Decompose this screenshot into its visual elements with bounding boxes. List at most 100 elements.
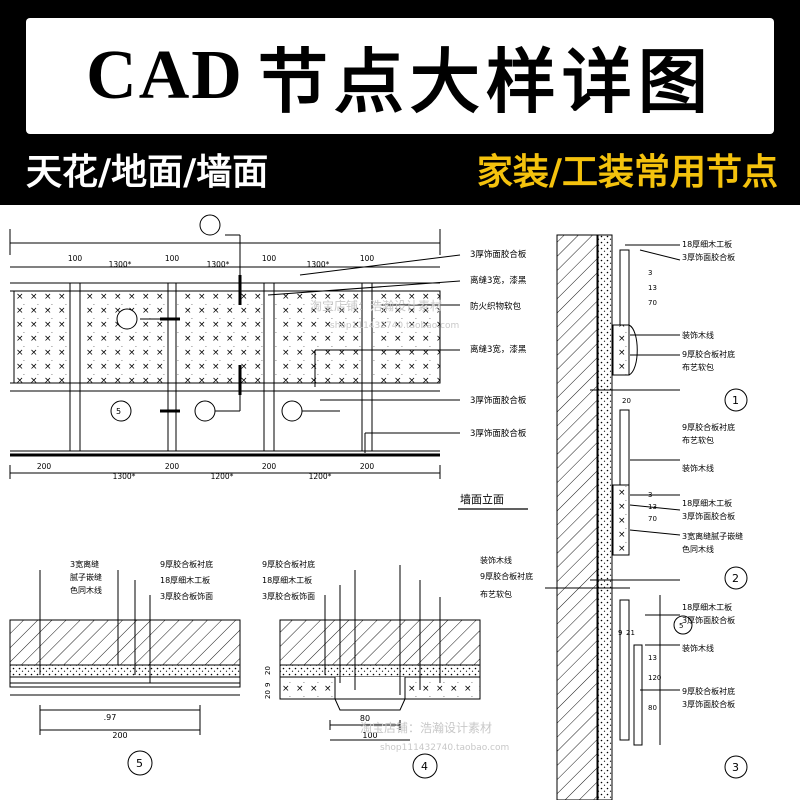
- top-dim-6: 1300*: [307, 260, 330, 269]
- marker-3-circle: [194, 400, 216, 422]
- rs-label-1: 1: [732, 394, 739, 407]
- watermark-shop-1: 淘宝店铺：浩瀚设计素材: [310, 298, 442, 313]
- top-dim-4: 1300*: [207, 260, 230, 269]
- s4-dim-1: 80: [360, 714, 370, 723]
- rs-label-3: 3: [732, 761, 739, 774]
- rs-note-g1: 3宽离缝腻子嵌缝: [682, 531, 743, 541]
- bottom-dim-6: 1200*: [309, 472, 332, 481]
- s5-note-r1: 9厚胶合板衬底: [160, 559, 213, 569]
- rs-note-c1: 9厚胶合板衬底: [682, 349, 735, 359]
- s5-label-circle: [127, 750, 153, 776]
- s4-dim-side-3: 20: [264, 690, 272, 699]
- rs-dim-b1: 3: [648, 491, 652, 499]
- s4-note-l1: 9厚胶合板衬底: [262, 559, 315, 569]
- rs-note-g2: 色同木线: [682, 544, 714, 554]
- rs-note-d2: 布艺软包: [682, 435, 714, 445]
- elev-callout-2: 离缝3宽，漆黑: [470, 275, 527, 286]
- rs-note-d1: 9厚胶合板衬底: [682, 422, 735, 432]
- top-dim-2: 1300*: [109, 260, 132, 269]
- banner-title-cn: 节点大样详图: [257, 40, 714, 123]
- marker-1-circle: [199, 214, 221, 236]
- rs-label-2: 2: [732, 572, 739, 585]
- bottom-dim-5: 200: [262, 462, 277, 471]
- rs-dim-a3: 70: [648, 299, 657, 307]
- section-5-drawing: [9, 570, 241, 735]
- top-dim-5: 100: [262, 254, 277, 263]
- watermark-url-1: shop111432740.taobao.com: [330, 321, 459, 331]
- rs-dim-c5: 80: [648, 704, 657, 712]
- section-4-drawing: [279, 565, 481, 741]
- top-dim-7: 100: [360, 254, 375, 263]
- s5-note-r3: 3厚胶合板饰面: [160, 591, 213, 601]
- elevation-title: 墙面立面: [460, 492, 504, 506]
- bottom-dim-1: 200: [37, 462, 52, 471]
- rs-dim-c4: 120: [648, 674, 661, 682]
- s4-dim-side-1: 20: [264, 666, 272, 675]
- bottom-dim-4: 1200*: [211, 472, 234, 481]
- elev-callout-1: 3厚饰面胶合板: [470, 249, 527, 260]
- drawing-sheet: × ·: [0, 205, 800, 800]
- marker-4-circle: [281, 400, 303, 422]
- marker-2-circle: [116, 308, 138, 330]
- rs-note-i: 装饰木线: [682, 643, 714, 653]
- elev-callout-3: 防火织物软包: [470, 301, 522, 312]
- rs-dim-b2: 13: [648, 503, 657, 511]
- rs-note-f2: 3厚饰面胶合板: [682, 511, 735, 521]
- rs-note-a2: 3厚饰面胶合板: [682, 252, 735, 262]
- s5-note-l3: 色同木线: [70, 585, 102, 595]
- elevation-marker-5: 5: [116, 407, 121, 416]
- s5-label: 5: [136, 757, 143, 770]
- s5-dim-2: 200: [112, 731, 127, 740]
- rs-note-j2: 3厚饰面胶合板: [682, 699, 735, 709]
- s4-dim-2: 100: [362, 731, 377, 740]
- s5-note-l2: 腻子嵌缝: [70, 572, 102, 582]
- rs-dim-a2: 13: [648, 284, 657, 292]
- top-dim-3: 100: [165, 254, 180, 263]
- banner-subtitle-left: 天花/地面/墙面: [26, 152, 269, 193]
- s4-label-circle: [412, 753, 438, 779]
- rs-note-f1: 18厚细木工板: [682, 498, 732, 508]
- bottom-dim-2: 1300*: [113, 472, 136, 481]
- banner-subtitle-right: 家装/工装常用节点: [476, 152, 778, 193]
- s4-note-r1: 装饰木线: [480, 555, 512, 565]
- rs-note-h2: 3厚饰面胶合板: [682, 615, 735, 625]
- s5-note-r2: 18厚细木工板: [160, 575, 210, 585]
- rs-note-j1: 9厚胶合板衬底: [682, 686, 735, 696]
- wall-elevation: [9, 229, 461, 479]
- elev-callout-4: 离缝3宽，漆黑: [470, 344, 527, 355]
- elev-callout-6: 3厚饰面胶合板: [470, 428, 527, 439]
- rs-note-a1: 18厚细木工板: [682, 239, 732, 249]
- bottom-dim-3: 200: [165, 462, 180, 471]
- s4-note-l2: 18厚细木工板: [262, 575, 312, 585]
- s5-dim-1: .97: [104, 713, 117, 722]
- banner-title-box: CAD 节点大样详图: [26, 18, 774, 134]
- elevation-markers: [110, 214, 303, 422]
- elev-callout-5: 3厚饰面胶合板: [470, 395, 527, 406]
- s4-label: 4: [421, 760, 428, 773]
- s4-note-r3: 布艺软包: [480, 589, 512, 599]
- rs-marker: 5: [679, 622, 683, 630]
- right-section-markers: [673, 388, 748, 779]
- top-dim-1: 100: [68, 254, 83, 263]
- rs-note-e: 装饰木线: [682, 463, 714, 473]
- s4-note-r2: 9厚胶合板衬底: [480, 571, 533, 581]
- banner: CAD 节点大样详图 天花/地面/墙面 家装/工装常用节点: [0, 0, 800, 205]
- rs-dim-20: 20: [622, 397, 631, 405]
- rs-note-h1: 18厚细木工板: [682, 602, 732, 612]
- rs-dim-a1: 3: [648, 269, 652, 277]
- marker-5-circle: [110, 400, 132, 422]
- s4-note-l3: 3厚胶合板饰面: [262, 591, 315, 601]
- rs-note-c2: 布艺软包: [682, 362, 714, 372]
- rs-dim-c2: 21: [626, 629, 635, 637]
- right-section-drawing: [545, 234, 681, 800]
- watermark-url-2: shop111432740.taobao.com: [380, 743, 509, 753]
- rs-note-b: 装饰木线: [682, 330, 714, 340]
- rs-dim-c1: 9: [618, 629, 622, 637]
- watermark-shop-2: 淘宝店铺：浩瀚设计素材: [360, 720, 492, 735]
- rs-dim-b3: 70: [648, 515, 657, 523]
- s5-note-l1: 3宽离缝: [70, 559, 99, 569]
- s4-dim-side-2: 9: [264, 683, 272, 687]
- rs-dim-c3: 13: [648, 654, 657, 662]
- bottom-dim-7: 200: [360, 462, 375, 471]
- banner-title-latin: CAD: [86, 37, 244, 114]
